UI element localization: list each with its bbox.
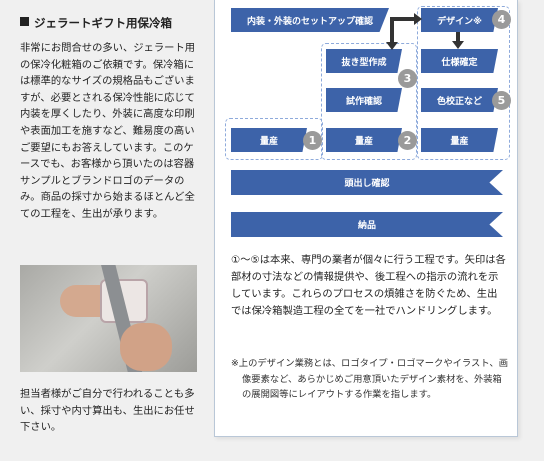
product-photo xyxy=(20,265,197,372)
design-footnote: ※上のデザイン業務とは、ロゴタイプ・ロゴマークやイラスト、画像要素など、あらかじ… xyxy=(231,356,511,403)
nouhin-box: 納品 xyxy=(231,212,503,237)
footnote-text: ※上のデザイン業務とは、ロゴタイプ・ロゴマークやイラスト、画像要素など、あらかじ… xyxy=(231,358,509,400)
kouseisei-box: 色校正など xyxy=(421,88,498,112)
arrow-shaft xyxy=(390,17,394,43)
ryousan-box-1: 量産 xyxy=(231,128,307,152)
arrow-shaft xyxy=(456,32,460,42)
arrow-right-icon xyxy=(414,13,422,25)
step-badge-4: 4 xyxy=(492,10,511,29)
hand-shape xyxy=(120,323,172,371)
step-badge-1: 1 xyxy=(303,131,322,150)
section-description: 非常にお問合せの多い、ジェラート用の保冷化粧箱のご依頼です。保冷箱には標準的なサ… xyxy=(20,42,196,220)
arrow-down-icon xyxy=(386,42,398,50)
step-badge-2: 2 xyxy=(398,131,417,150)
shisaku-box: 試作確認 xyxy=(326,88,402,112)
measurement-note: 担当者様がご自分で行われることも多い、採寸や内寸算出も、生出にお任せ下さい。 xyxy=(20,388,195,434)
group-4-5-outline xyxy=(417,6,510,160)
arrow-shaft xyxy=(390,17,415,21)
design-box: デザイン※ xyxy=(421,8,498,32)
square-bullet-icon xyxy=(20,17,29,26)
setup-box: 内装・外装のセットアップ確認 xyxy=(231,8,389,32)
ryousan-box-2: 量産 xyxy=(326,128,402,152)
section-title: ジェラートギフト用保冷箱 xyxy=(34,16,172,30)
shiyou-box: 仕様確定 xyxy=(421,49,498,73)
left-column: ジェラートギフト用保冷箱 非常にお問合せの多い、ジェラート用の保冷化粧箱のご依頼… xyxy=(20,14,198,223)
step-badge-5: 5 xyxy=(492,91,511,110)
step-badge-3: 3 xyxy=(398,69,417,88)
process-explanation: ①～⑤は本来、専門の業者が個々に行う工程です。矢印は各部材の寸法などの情報提供や… xyxy=(231,254,506,317)
section-heading: ジェラートギフト用保冷箱 xyxy=(20,14,198,32)
arrow-down-icon xyxy=(452,41,464,49)
nukigata-box: 抜き型作成 xyxy=(326,49,402,73)
dashutsu-box: 頭出し確認 xyxy=(231,170,503,195)
process-flow-panel: 内装・外装のセットアップ確認 デザイン※ 抜き型作成 仕様確定 試作確認 色校正… xyxy=(214,0,518,437)
ryousan-box-3: 量産 xyxy=(421,128,498,152)
group-2-3-outline xyxy=(321,43,417,160)
group-1-outline xyxy=(225,118,323,160)
